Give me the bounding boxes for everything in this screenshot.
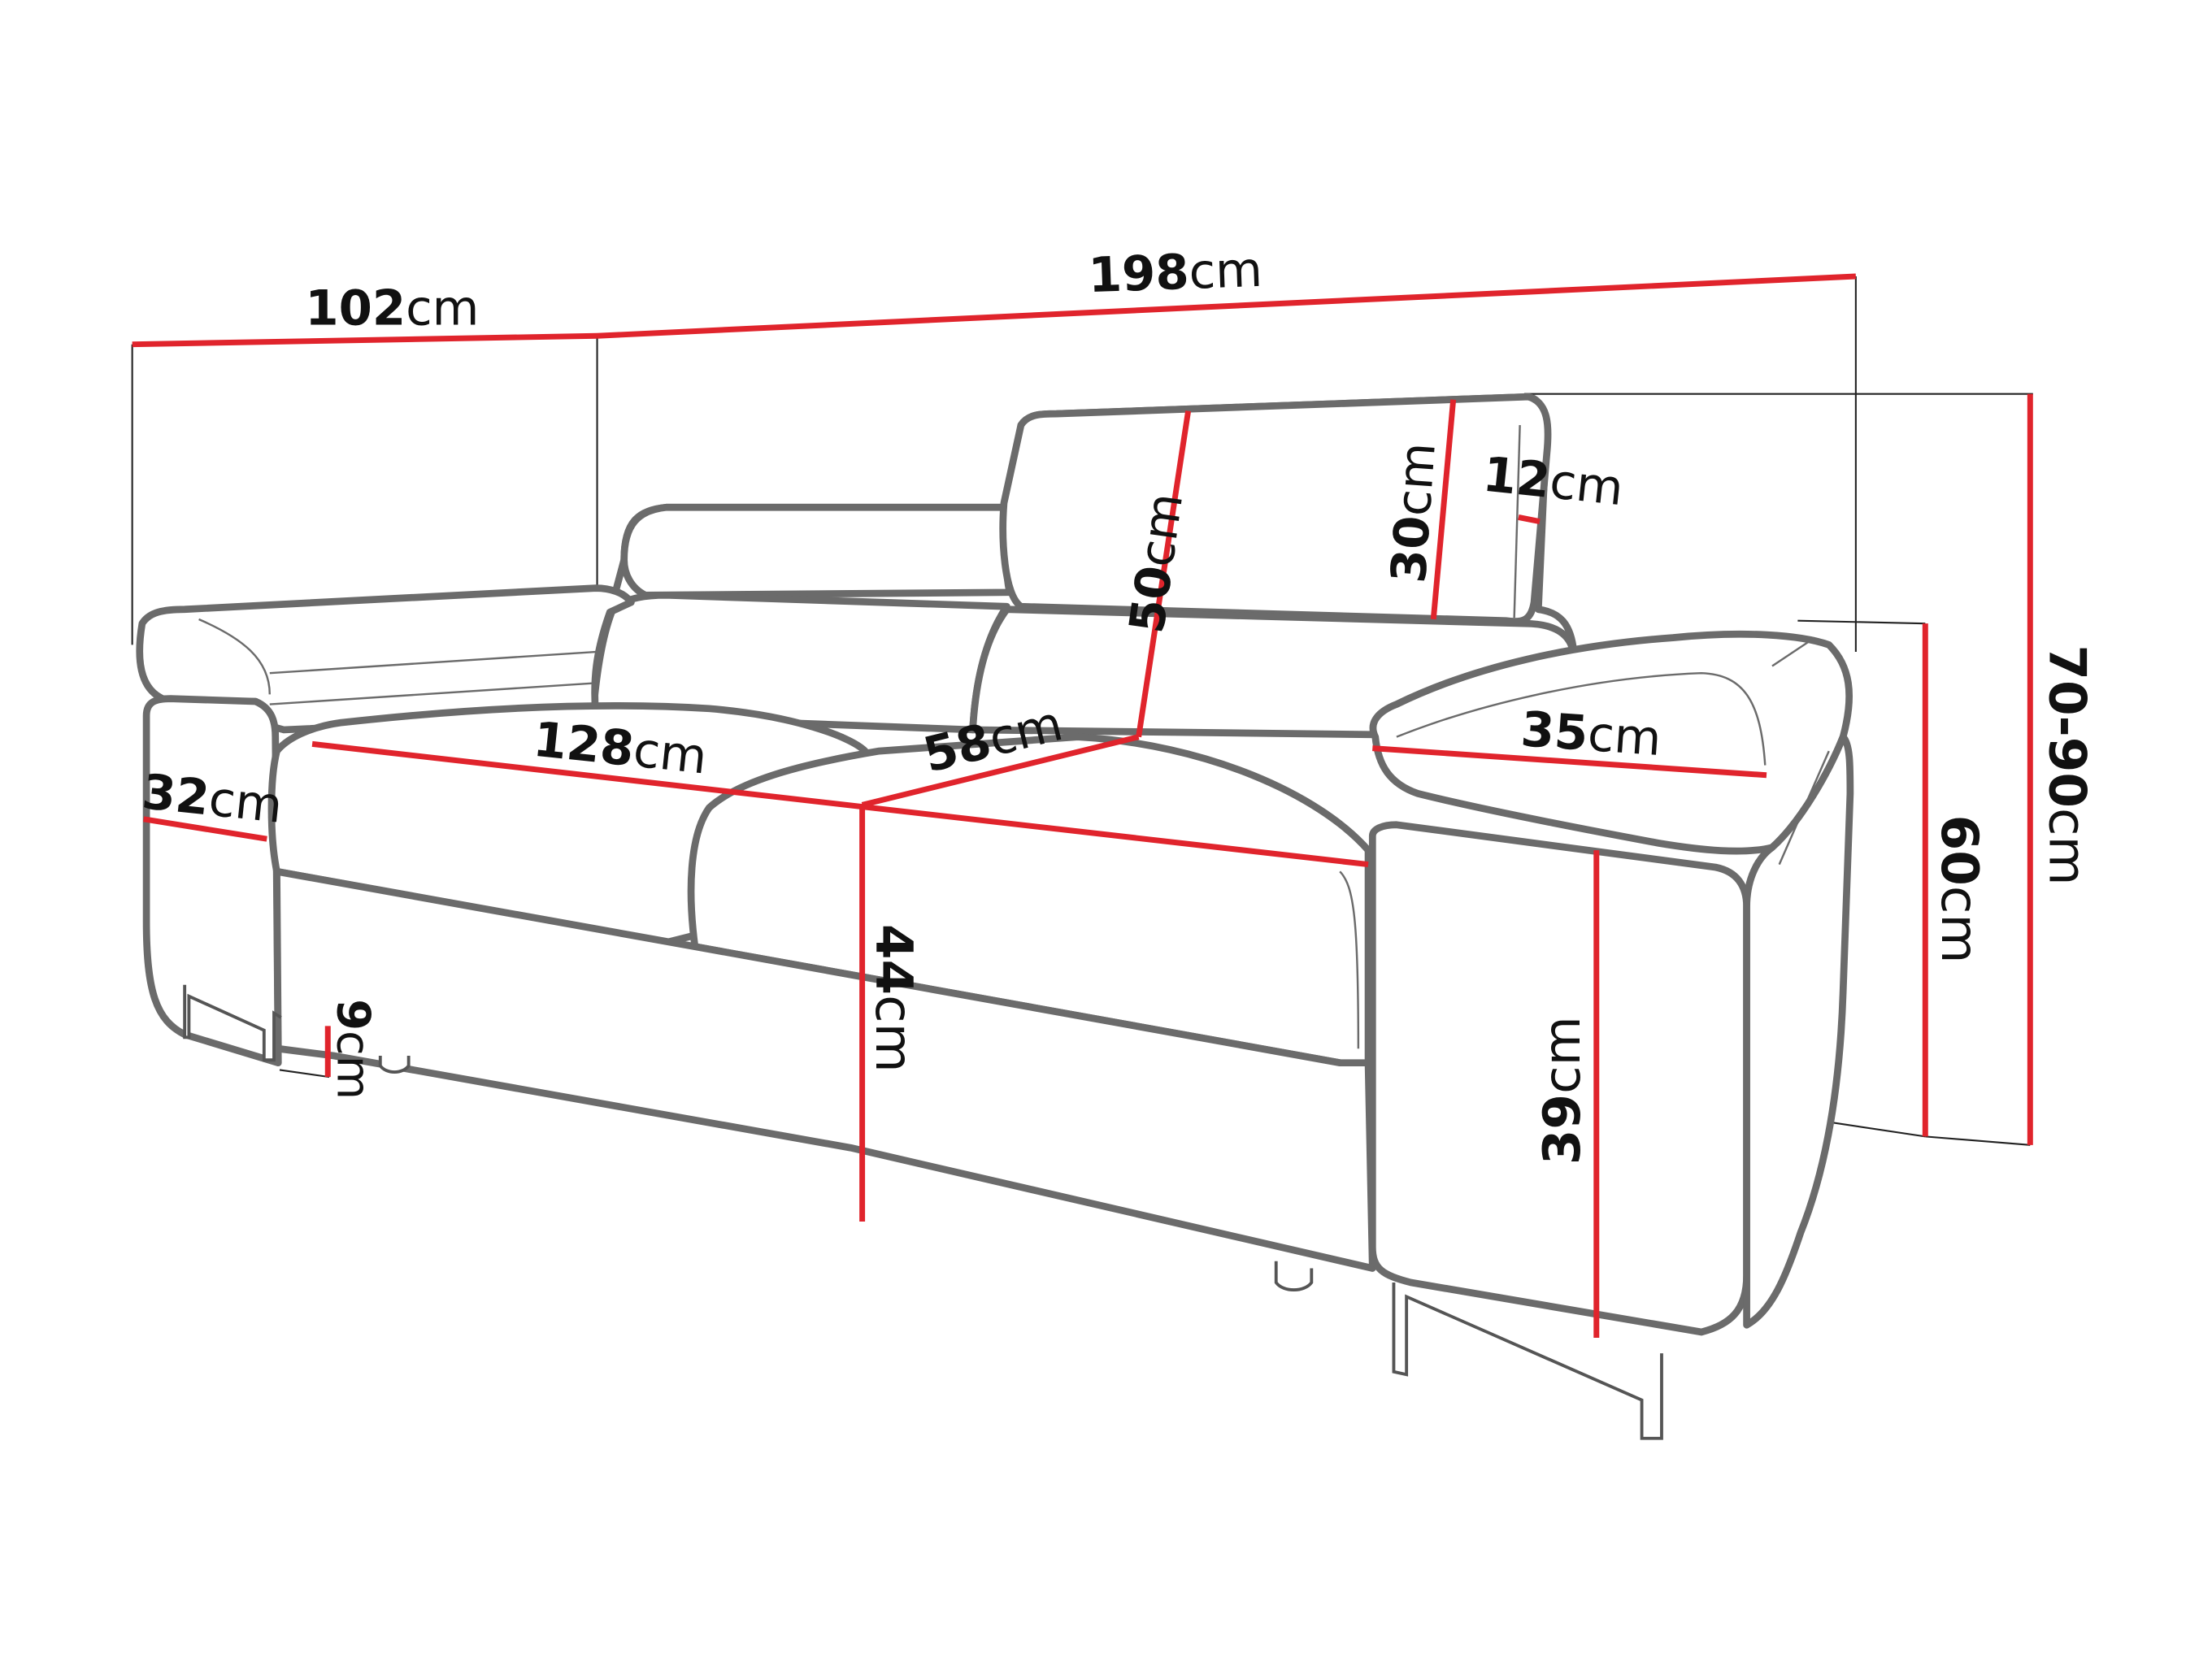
dim-line-32 xyxy=(143,816,267,842)
dim-line-58 xyxy=(861,734,1140,808)
label-70-90: 70-90cm xyxy=(2038,645,2097,885)
label-12: 12cm xyxy=(1480,446,1626,517)
sofa-drawing xyxy=(136,393,1854,1440)
label-44: 44cm xyxy=(864,924,923,1073)
headrest-right xyxy=(999,393,1552,625)
leg-left xyxy=(183,984,282,1062)
dim-line-35 xyxy=(1372,745,1767,779)
dim-line-198 xyxy=(597,273,1857,339)
label-50: 50cm xyxy=(1119,489,1193,636)
headrest-left xyxy=(620,503,1015,599)
label-198: 198cm xyxy=(1088,241,1263,303)
leg-center xyxy=(1274,1261,1314,1292)
label-32: 32cm xyxy=(140,763,285,834)
leg-right xyxy=(1392,1282,1663,1440)
label-39: 39cm xyxy=(1532,1016,1592,1165)
label-102: 102cm xyxy=(305,280,479,336)
dimension-lines xyxy=(132,273,2033,1338)
dim-line-30 xyxy=(1430,399,1457,620)
dim-line-12 xyxy=(1518,514,1541,525)
label-30: 30cm xyxy=(1380,441,1446,584)
armrest-left-front xyxy=(142,695,282,1067)
dim-line-128 xyxy=(311,740,1369,868)
legs xyxy=(183,984,1663,1440)
dim-line-50 xyxy=(1136,410,1192,738)
seat-front-panel xyxy=(273,867,1376,1272)
label-128: 128cm xyxy=(531,711,710,785)
dimension-labels: 102cm 198cm 50cm 30cm 12cm 35cm 128cm 58… xyxy=(140,241,2097,1165)
dim-line-102 xyxy=(132,332,598,348)
armrest-left xyxy=(136,584,635,734)
label-35: 35cm xyxy=(1519,701,1663,766)
leg-center-left xyxy=(378,1055,411,1074)
armrest-right-side xyxy=(1743,733,1854,1329)
label-60: 60cm xyxy=(1930,815,1989,964)
label-9: 9cm xyxy=(326,999,379,1100)
